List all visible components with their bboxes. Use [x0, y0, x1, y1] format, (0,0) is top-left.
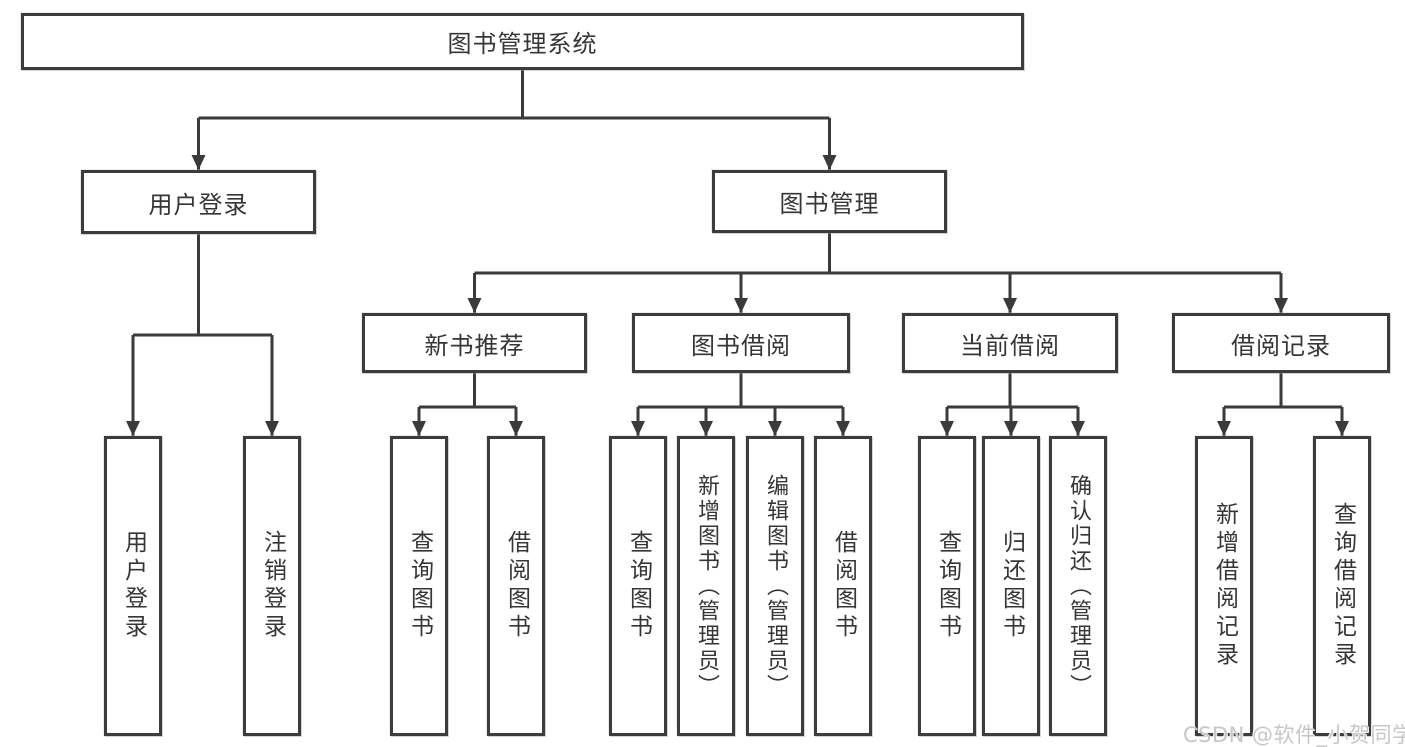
node-book-management: 图书管理 [712, 170, 947, 233]
leaf-query-books-borrow-label: 查询图书 [625, 530, 652, 642]
node-current-borrow: 当前借阅 [902, 313, 1118, 373]
watermark: CSDN @软件_小贺同学 [1183, 723, 1405, 747]
leaf-query-borrow-record: 查询借阅记录 [1313, 436, 1371, 736]
node-borrow-record-label: 借阅记录 [1231, 331, 1331, 360]
node-new-book-recommend: 新书推荐 [362, 313, 587, 373]
leaf-borrow-books-recommend: 借阅图书 [487, 436, 545, 736]
leaf-query-books-current-label: 查询图书 [934, 530, 961, 642]
leaf-edit-books-admin-label: 编辑图书（管理员） [763, 473, 788, 699]
node-root-label: 图书管理系统 [447, 30, 598, 58]
leaf-user-login: 用户登录 [104, 436, 162, 736]
node-root-system: 图书管理系统 [21, 13, 1024, 70]
node-new-book-recommend-label: 新书推荐 [424, 331, 525, 360]
leaf-return-books: 归还图书 [982, 436, 1040, 736]
leaf-query-books-borrow: 查询图书 [609, 436, 667, 736]
node-borrow-record: 借阅记录 [1172, 313, 1390, 373]
leaf-borrow-books-label: 借阅图书 [830, 530, 857, 642]
leaf-query-borrow-record-label: 查询借阅记录 [1329, 502, 1356, 670]
node-current-borrow-label: 当前借阅 [960, 331, 1060, 360]
leaf-confirm-return-admin: 确认归还（管理员） [1049, 436, 1107, 736]
leaf-add-borrow-record-label: 新增借阅记录 [1211, 502, 1238, 670]
leaf-return-books-label: 归还图书 [998, 530, 1025, 642]
leaf-query-books-recommend: 查询图书 [390, 436, 448, 736]
leaf-user-login-label: 用户登录 [120, 530, 147, 642]
leaf-logout-label: 注销登录 [259, 530, 286, 642]
node-book-management-label: 图书管理 [779, 190, 880, 218]
leaf-add-books-admin-label: 新增图书（管理员） [694, 473, 719, 699]
leaf-add-borrow-record: 新增借阅记录 [1195, 436, 1253, 736]
leaf-borrow-books: 借阅图书 [814, 436, 872, 736]
node-user-login-label: 用户登录 [148, 190, 249, 219]
node-book-borrow-label: 图书借阅 [691, 331, 791, 360]
node-user-login: 用户登录 [81, 170, 316, 234]
leaf-add-books-admin: 新增图书（管理员） [677, 436, 735, 736]
node-book-borrow: 图书借阅 [632, 313, 850, 373]
leaf-query-books-current: 查询图书 [918, 436, 976, 736]
leaf-logout: 注销登录 [243, 436, 301, 736]
leaf-borrow-books-recommend-label: 借阅图书 [503, 530, 530, 642]
leaf-query-books-recommend-label: 查询图书 [406, 530, 433, 642]
leaf-confirm-return-admin-label: 确认归还（管理员） [1066, 473, 1091, 699]
leaf-edit-books-admin: 编辑图书（管理员） [746, 436, 804, 736]
